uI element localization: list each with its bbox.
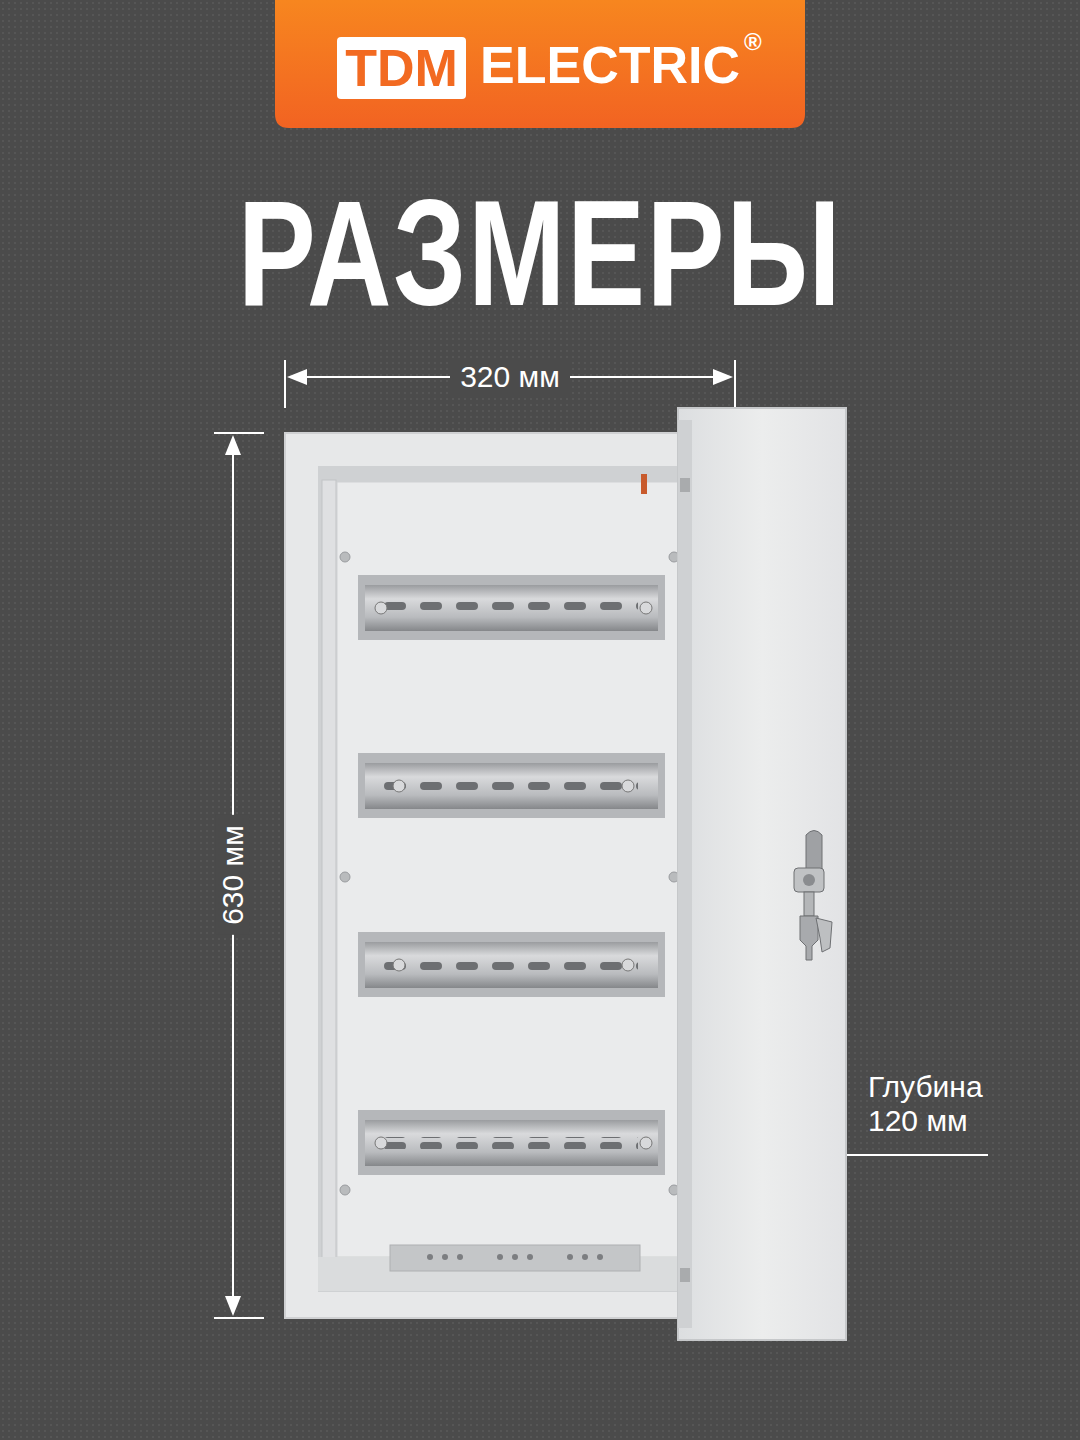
dimension-label: 630 мм bbox=[216, 815, 250, 935]
cabinet-recess bbox=[318, 466, 698, 1292]
din-rail bbox=[358, 932, 665, 997]
cabinet-frame bbox=[285, 433, 735, 1318]
mounting-panel bbox=[337, 482, 682, 1257]
dimension-tick bbox=[284, 360, 286, 408]
logo-mark: TDM bbox=[337, 37, 466, 99]
logo-box: TDM bbox=[337, 37, 466, 99]
terminal-holes bbox=[427, 1254, 603, 1260]
arrowhead bbox=[287, 369, 307, 385]
cabinet-door bbox=[678, 408, 846, 1340]
dimension-tick bbox=[214, 1317, 264, 1319]
logo-banner: TDM ELECTRIC® bbox=[275, 0, 805, 128]
registered-mark: ® bbox=[744, 30, 762, 54]
dimension-tick bbox=[214, 432, 264, 434]
door-hinge bbox=[680, 1268, 690, 1282]
mounting-strip bbox=[322, 480, 336, 1285]
arrowhead bbox=[225, 435, 241, 455]
logo-banner bbox=[275, 0, 805, 128]
dimension-tick bbox=[734, 360, 736, 408]
depth-label: Глубина 120 мм bbox=[868, 1070, 1018, 1138]
dimension-label: 320 мм bbox=[450, 360, 570, 394]
din-rail bbox=[358, 753, 665, 818]
door-edge bbox=[678, 420, 692, 1328]
door-hinge bbox=[680, 478, 690, 492]
din-rail bbox=[358, 1110, 665, 1175]
terminal-bar bbox=[390, 1245, 640, 1271]
hinge-pin bbox=[641, 474, 647, 494]
arrowhead bbox=[713, 369, 733, 385]
din-rail bbox=[358, 575, 665, 640]
panel-screws bbox=[340, 552, 679, 1195]
door-lock bbox=[794, 831, 832, 961]
logo-word: ELECTRIC bbox=[480, 39, 740, 91]
arrowhead bbox=[225, 1296, 241, 1316]
page-title: РАЗМЕРЫ bbox=[119, 178, 961, 328]
